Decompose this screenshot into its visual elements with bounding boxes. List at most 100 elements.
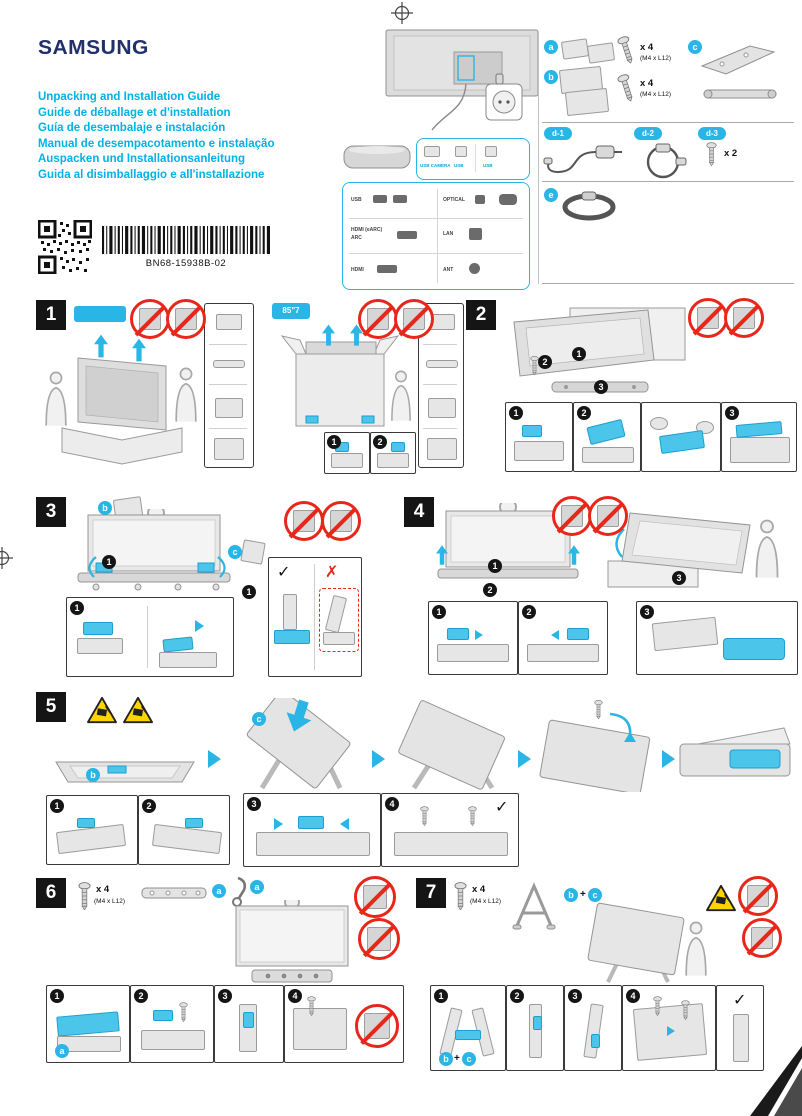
caution-tip-icon: [86, 696, 118, 724]
usb-camera-label: USB CAMERA: [420, 163, 451, 168]
accessory-b-badge: b: [544, 70, 558, 84]
substep-box: 1: [66, 597, 234, 677]
step-5-number: 5: [36, 692, 66, 722]
callout-1-badge: 1: [572, 347, 586, 361]
insert-arrow-icon: [475, 630, 483, 640]
part-shape: [213, 360, 245, 368]
sequence-arrow-icon: [662, 750, 675, 768]
substep-box: 3: [564, 985, 622, 1071]
tv-unbox-illustration: [607, 512, 779, 588]
substep-box: 3: [721, 402, 797, 472]
callout-3-badge: 3: [672, 571, 686, 585]
part-b-badge: b: [564, 888, 578, 902]
part-shape: [77, 638, 123, 654]
substep-box: 2: [506, 985, 564, 1071]
highlight-part: [162, 636, 194, 653]
no-laying-flat-icon: [130, 299, 170, 339]
screw-icon: [420, 806, 429, 826]
accessory-b-part: [564, 87, 610, 117]
divider: [209, 344, 247, 345]
part-shape: [331, 453, 363, 468]
no-tilt-icon: [321, 501, 361, 541]
optical-port-icon: [475, 195, 485, 204]
accessory-b-qty: x 4: [640, 78, 654, 89]
divider: [314, 564, 315, 670]
no-push-icon: [742, 918, 782, 958]
title-pt: Manual de desempacotamento e instalação: [38, 137, 275, 150]
leg-shape: [583, 1003, 604, 1059]
substep-3-badge: 3: [568, 989, 582, 1003]
highlight-part: [185, 818, 203, 828]
wall-bracket-illustration: [141, 887, 207, 899]
callout-2-badge: 2: [483, 583, 497, 597]
step-2-number: 2: [466, 300, 496, 330]
callout-2-badge: 2: [538, 355, 552, 369]
prohibited-glyph: [330, 510, 352, 532]
barcode: [102, 226, 270, 254]
step-2: 2 1 2 3 1 2 3: [466, 296, 797, 478]
insert-arrow-icon: [195, 620, 204, 632]
step-1-number: 1: [36, 300, 66, 330]
substep-box: 3: [214, 985, 284, 1063]
size-range-badge: [74, 306, 126, 322]
accessory-d1-badge: d-1: [544, 127, 572, 140]
part-c-badge: c: [462, 1052, 476, 1066]
substep-box: 1 b + c: [430, 985, 506, 1071]
leg-shape: [529, 1004, 542, 1058]
part-shape: [730, 437, 790, 463]
samsung-logo: SAMSUNG: [38, 36, 149, 59]
substep-2-badge: 2: [510, 989, 524, 1003]
substep-4-badge: 4: [288, 989, 302, 1003]
prohibited-glyph: [561, 505, 583, 527]
divider: [475, 144, 476, 172]
step-4: 4 1 2 3 1 2: [404, 493, 798, 679]
substep-box: 1: [505, 402, 573, 472]
usb-label: USB: [454, 163, 464, 168]
page-fold-corner: [750, 1046, 802, 1116]
header-diagram: USB CAMERA USB USB USB OPTICAL HDMI (eAR…: [336, 26, 539, 292]
prohibited-glyph: [367, 308, 389, 330]
screw-icon: [307, 996, 316, 1016]
hdmi-port-icon: [397, 231, 417, 239]
substep-box: 3: [636, 601, 798, 675]
lan-port-icon: [469, 228, 482, 240]
step-6-number: 6: [36, 878, 66, 908]
accessories-panel: a x 4 (M4 x L12) b x 4 (M4 x L12) c d-1 …: [538, 30, 796, 288]
part-a-badge: a: [250, 880, 264, 894]
hdmi-port-icon: [377, 265, 397, 273]
step-6-spec: (M4 x L12): [94, 898, 126, 905]
step-3: 3 b c 1 1 1: [36, 493, 366, 679]
part-shape: [293, 1008, 347, 1050]
highlight-part: [298, 816, 324, 829]
part-shape: [527, 644, 599, 662]
step-6-qty: x 4: [96, 884, 110, 895]
callout-1-badge: 1: [488, 559, 502, 573]
correct-mark: ✓: [733, 992, 747, 1009]
substep-box: 2: [370, 432, 416, 474]
step-7-spec: (M4 x L12): [470, 898, 502, 905]
accessory-d3-badge: d-3: [698, 127, 726, 140]
caution-pinch-icon: [122, 696, 154, 724]
accessory-a-part: [560, 38, 590, 60]
cable-loop-illustration: [646, 143, 687, 179]
tv-angle-illustration: [398, 700, 505, 790]
tv-lift-illustration: [436, 503, 580, 579]
prohibited-glyph: [747, 885, 769, 907]
accessory-c-bar: [703, 89, 777, 99]
part-shape: [216, 314, 242, 330]
substep-box: [641, 402, 721, 472]
power-in-icon: [499, 194, 517, 205]
highlight-part: [391, 442, 405, 452]
arc-label: ARC: [351, 235, 362, 241]
tv-lowering-illustration: [539, 700, 651, 792]
highlight-part: [658, 430, 706, 454]
substep-1-badge: 1: [50, 989, 64, 1003]
step-7-qty: x 4: [472, 884, 486, 895]
usb-label: USB: [483, 163, 493, 168]
part-shape: [437, 644, 509, 662]
substep-box: 1: [46, 795, 138, 865]
substep-1-badge: 1: [509, 406, 523, 420]
prohibited-glyph: [697, 307, 719, 329]
sequence-arrow-icon: [372, 750, 385, 768]
prohibited-glyph: [751, 927, 773, 949]
